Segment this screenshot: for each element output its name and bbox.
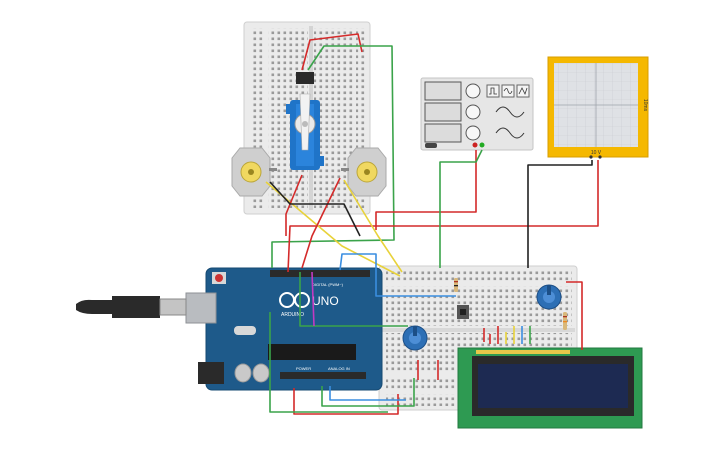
wire-yellow <box>505 326 515 344</box>
wire-green <box>439 149 483 268</box>
analog-header-label: ANALOG IN <box>328 366 350 371</box>
servo-icon[interactable] <box>286 72 324 170</box>
arduino-logo-icon <box>279 292 310 308</box>
wire-green <box>269 312 388 413</box>
wire-magenta <box>311 271 315 327</box>
power-header-label: POWER <box>296 366 311 371</box>
wire-blue <box>339 253 456 297</box>
wire-red <box>287 160 599 273</box>
wire-red <box>483 326 499 344</box>
potentiometer-icon-1[interactable] <box>402 325 428 351</box>
scope-volt-label: 10 V <box>591 150 602 156</box>
wire-green <box>299 272 408 327</box>
usb-cable-icon <box>76 296 187 318</box>
dc-motor-icon-left[interactable] <box>231 147 277 197</box>
oscilloscope-icon[interactable]: 10ms 10 V <box>547 56 649 159</box>
wire-black <box>527 160 593 268</box>
arduino-board[interactable]: UNO ARDUINO DIGITAL (PWM~) POWER ANALOG … <box>185 267 383 391</box>
wire-red <box>566 281 583 350</box>
wire-red <box>301 33 363 71</box>
arduino-model-label: UNO <box>312 294 339 308</box>
wire-red <box>375 150 477 230</box>
wire-red <box>417 360 439 380</box>
wire-green <box>321 378 415 407</box>
function-generator-icon[interactable] <box>420 77 534 151</box>
potentiometer-icon-2[interactable] <box>536 284 562 310</box>
wire-red <box>301 177 341 269</box>
wire-red <box>293 388 399 415</box>
wire-yellow <box>343 179 403 273</box>
wire-black <box>269 181 361 237</box>
arduino-brand-label: ARDUINO <box>281 312 304 318</box>
resistor-icon-2 <box>563 312 567 330</box>
wire-red <box>285 174 303 236</box>
wire-green <box>271 45 395 268</box>
scope-time-label: 10ms <box>642 99 648 112</box>
pushbutton-icon[interactable] <box>457 305 469 319</box>
wire-blue <box>329 386 406 401</box>
wires <box>265 33 599 415</box>
resistor-icon-1 <box>454 278 458 292</box>
lcd-icon[interactable] <box>457 347 643 429</box>
dc-motor-icon-right[interactable] <box>341 147 387 197</box>
digital-header-label: DIGITAL (PWM~) <box>312 282 344 287</box>
